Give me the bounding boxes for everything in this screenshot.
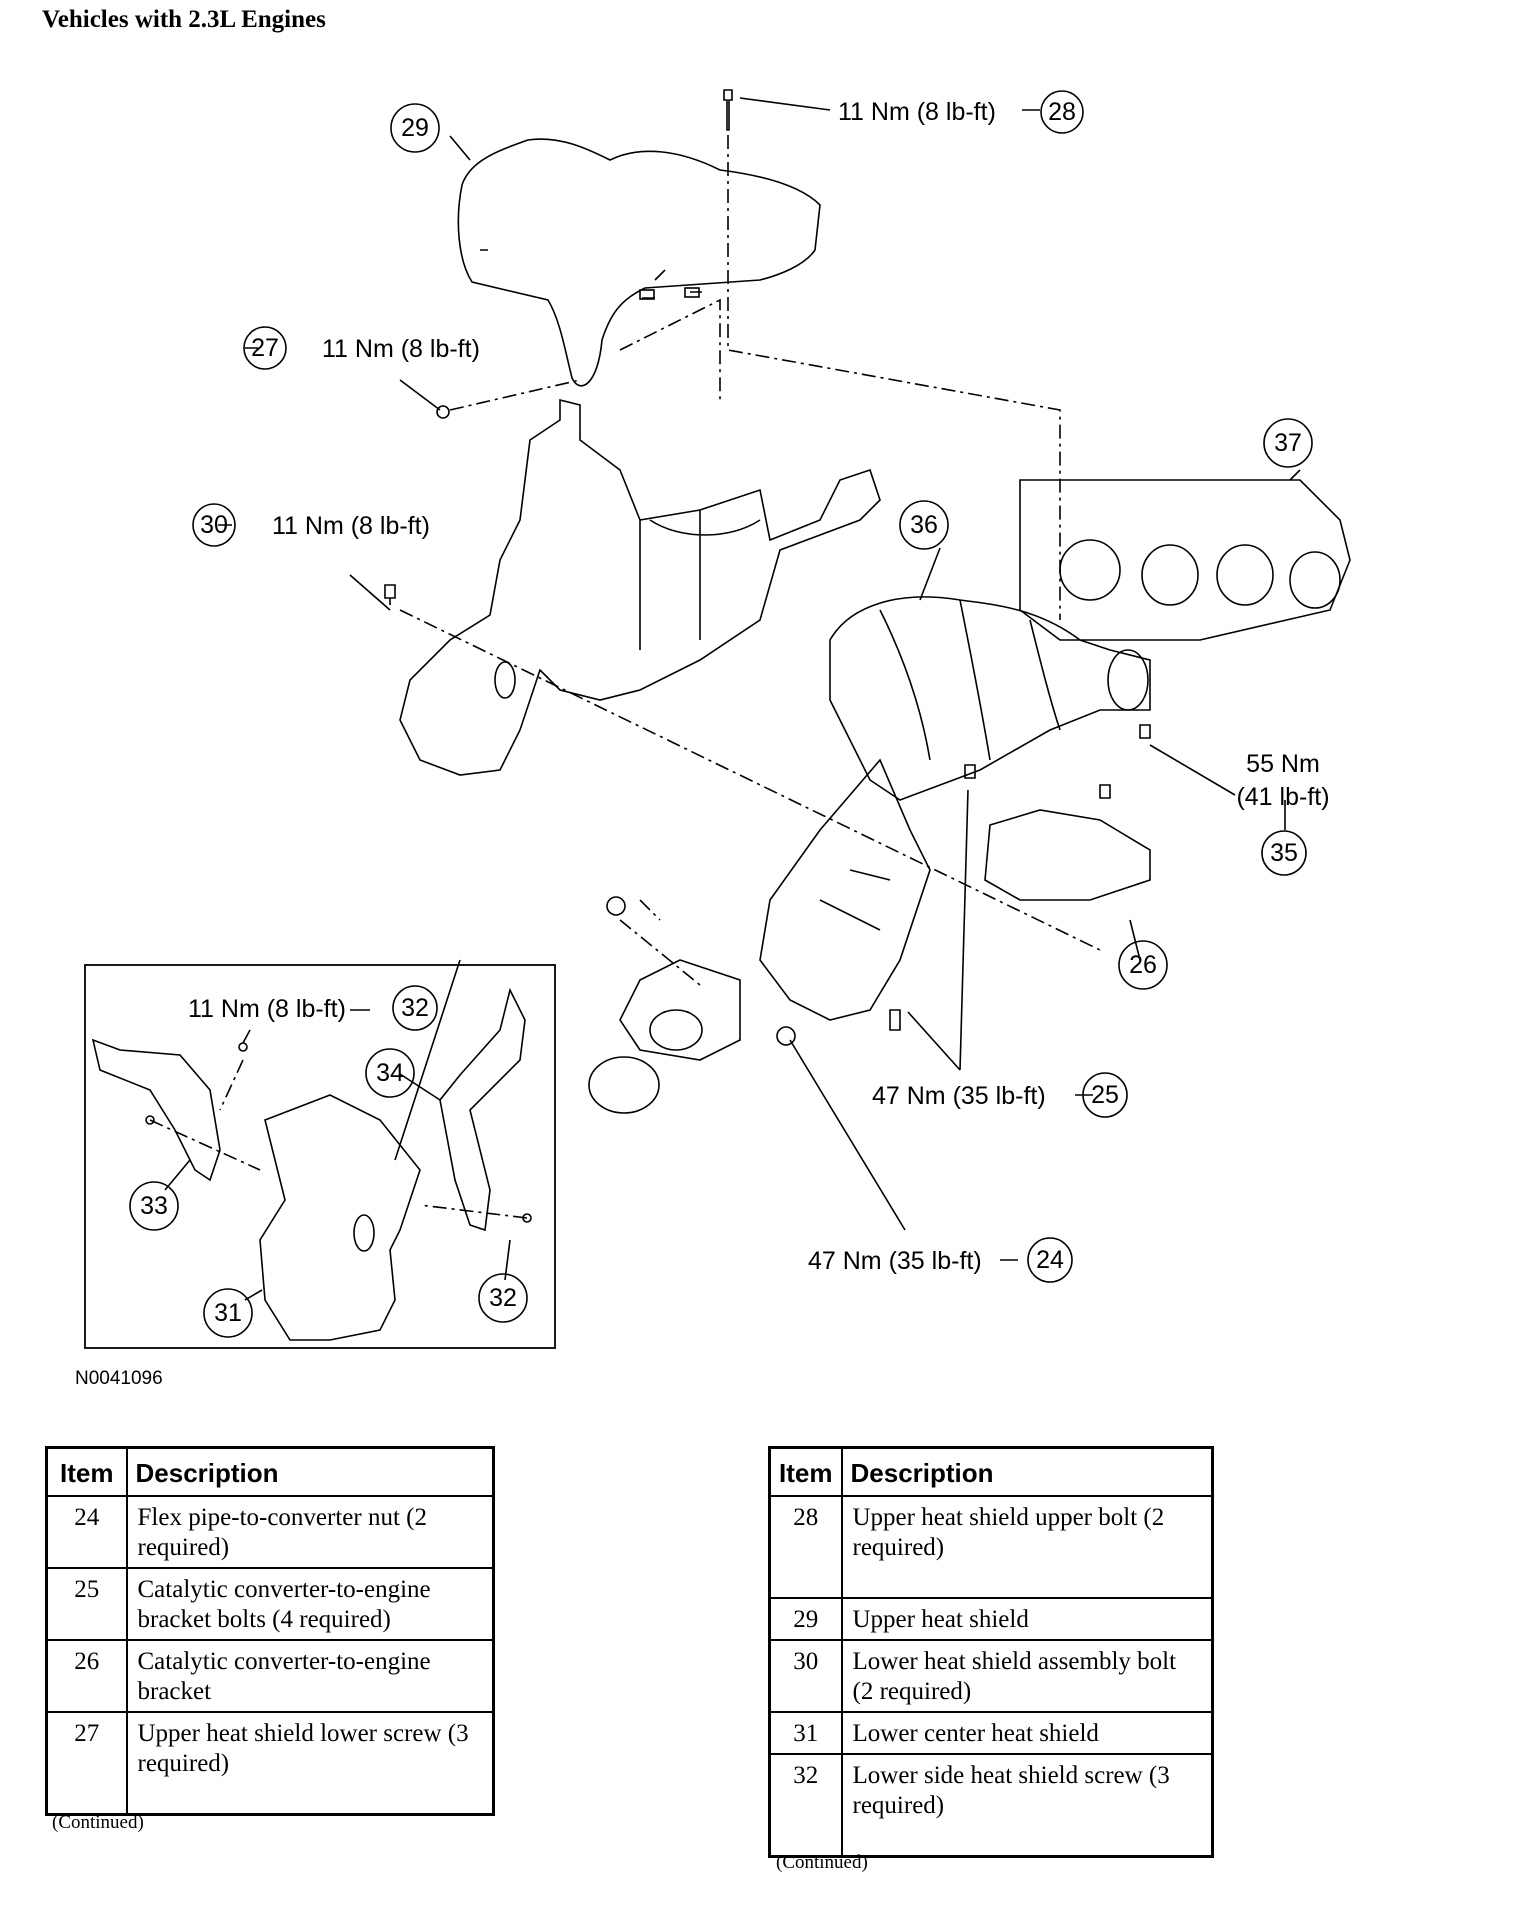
lower-side-heat-shield [91,1038,221,1182]
lower-center-heat-shield [259,1094,421,1341]
callout-label: 35 [1270,839,1298,867]
callout-33 [129,1181,179,1231]
column-header-item: Item [45,1446,128,1497]
callout-26 [1118,940,1168,990]
table-row: 24 Flex pipe-to-converter nut (2 require… [45,1495,495,1569]
item-number: 28 [768,1495,843,1599]
bolt-28 [723,89,733,131]
callout-label: 32 [489,1284,517,1312]
callout-36 [899,500,949,550]
callout-25 [1082,1072,1128,1118]
item-description: Lower heat shield assembly bolt (2 requi… [840,1639,1214,1713]
lower-side-heat-shield-34 [439,987,526,1232]
callout-35 [1261,830,1307,876]
lower-heat-shield [399,398,881,776]
callout-32a [392,985,438,1031]
callout-28 [1040,90,1084,134]
exhaust-manifold-gasket [1019,479,1351,641]
callout-label: 32 [401,994,429,1022]
gasket [588,1056,660,1114]
torque-label-35-nm: 55 Nm [1246,750,1320,778]
callout-label: 24 [1036,1246,1064,1274]
table-row: 29 Upper heat shield [768,1597,1214,1641]
table-row: 31 Lower center heat shield [768,1711,1214,1755]
table-row: 26 Catalytic converter-to-engine bracket [45,1639,495,1713]
item-number: 30 [768,1639,843,1713]
callout-32b [478,1273,528,1323]
callout-label: 28 [1048,98,1076,126]
item-description: Upper heat shield upper bolt (2 required… [840,1495,1214,1599]
torque-label-30: 11 Nm (8 lb-ft) [272,512,430,540]
callout-label: 31 [214,1299,242,1327]
callout-24 [1027,1237,1073,1283]
page-title: Vehicles with 2.3L Engines [42,6,326,33]
item-description: Upper heat shield lower screw (3 require… [125,1711,495,1815]
table-row: 32 Lower side heat shield screw (3 requi… [768,1753,1214,1857]
continued-note-right: (Continued) [776,1852,868,1873]
column-header-description: Description [125,1446,495,1497]
callout-37 [1263,418,1313,468]
callout-label: 34 [376,1059,404,1087]
item-description: Catalytic converter-to-engine bracket [125,1639,495,1713]
callout-27 [243,326,287,370]
exhaust-manifold [829,596,1151,801]
callout-label: 25 [1091,1081,1119,1109]
callout-30 [192,503,236,547]
screw-27 [436,405,450,419]
exploded-diagram: 29 28 27 30 36 37 35 26 25 24 32 34 33 3… [84,89,1351,1349]
callout-label: 36 [910,511,938,539]
table-header-row: Item Description [768,1446,1214,1497]
flex-pipe-flange [619,959,741,1061]
column-header-item: Item [768,1446,843,1497]
torque-label-24: 47 Nm (35 lb-ft) [808,1247,982,1275]
table-row: 27 Upper heat shield lower screw (3 requ… [45,1711,495,1815]
item-description: Flex pipe-to-converter nut (2 required) [125,1495,495,1569]
table-header-row: Item Description [45,1446,495,1497]
callout-label: 37 [1274,429,1302,457]
item-number: 24 [45,1495,128,1569]
upper-heat-shield [457,138,821,387]
converter-bracket [984,809,1151,901]
callout-34 [365,1048,415,1098]
table-row: 25 Catalytic converter-to-engine bracket… [45,1567,495,1641]
callout-29 [390,103,440,153]
torque-label-27: 11 Nm (8 lb-ft) [322,335,480,363]
figure-id: N0041096 [75,1368,163,1389]
legend-table-left: Item Description 24 Flex pipe-to-convert… [45,1446,495,1816]
item-description: Lower side heat shield screw (3 required… [840,1753,1214,1857]
continued-note-left: (Continued) [52,1812,144,1833]
inset-box [84,964,556,1349]
bolt-30 [384,584,396,605]
catalytic-converter [759,758,931,1021]
table-row: 30 Lower heat shield assembly bolt (2 re… [768,1639,1214,1713]
legend-table-right: Item Description 28 Upper heat shield up… [768,1446,1214,1858]
item-number: 32 [768,1753,843,1857]
column-header-description: Description [840,1446,1214,1497]
table-row: 28 Upper heat shield upper bolt (2 requi… [768,1495,1214,1599]
item-description: Lower center heat shield [840,1711,1214,1755]
torque-label-32: 11 Nm (8 lb-ft) [188,995,346,1023]
callout-31 [203,1288,253,1338]
callout-label: 27 [251,334,279,362]
item-number: 26 [45,1639,128,1713]
item-description: Catalytic converter-to-engine bracket bo… [125,1567,495,1641]
item-description: Upper heat shield [840,1597,1214,1641]
callout-label: 33 [140,1192,168,1220]
torque-label-25: 47 Nm (35 lb-ft) [872,1082,1046,1110]
torque-label-28: 11 Nm (8 lb-ft) [838,98,996,126]
item-number: 27 [45,1711,128,1815]
callout-label: 30 [200,511,228,539]
callout-label: 26 [1129,951,1157,979]
item-number: 29 [768,1597,843,1641]
callout-label: 29 [401,114,429,142]
item-number: 31 [768,1711,843,1755]
torque-label-35-lbft: (41 lb-ft) [1236,783,1329,811]
item-number: 25 [45,1567,128,1641]
